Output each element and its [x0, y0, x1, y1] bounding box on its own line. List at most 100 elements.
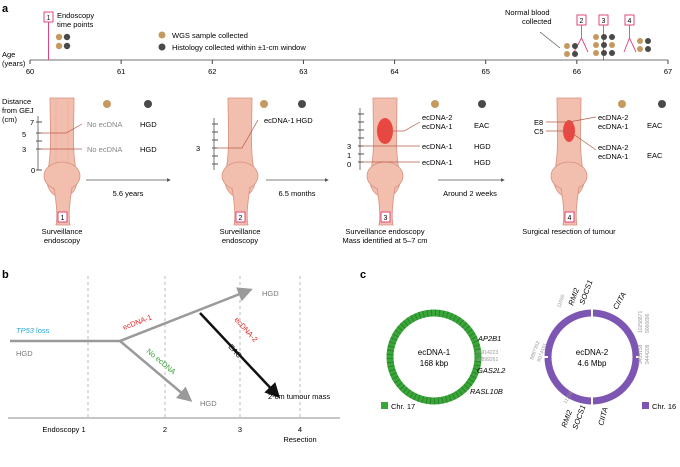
tp3-row2-hist: HGD [474, 142, 491, 151]
tp1-row1-hist: HGD [140, 120, 157, 129]
tp2-row1-hist: HGD [296, 116, 313, 125]
x-tick-4: 4 [298, 425, 302, 434]
ecdna1-gene-gas2l2: GAS2L2 [477, 366, 506, 375]
tp3-row3-wgs: ecDNA-1 [422, 158, 452, 167]
svg-text:5: 5 [22, 130, 26, 139]
tp1-row1-wgs: No ecDNA [87, 120, 122, 129]
ecdna1-chr-swatch [381, 402, 388, 409]
ecdna2-coord-3: 9435158 [638, 344, 644, 364]
age-tick-label: 61 [117, 67, 125, 76]
ecdna1-size: 168 kbp [420, 359, 449, 368]
x-tick-2: 2 [163, 425, 167, 434]
tp2-annotations: ecDNA-1 HGD [260, 100, 313, 125]
top-timepoint-markers: 2 3 4 [564, 14, 651, 60]
svg-text:E8: E8 [534, 118, 543, 127]
esophagus-tp1: 75 3 0 [22, 97, 83, 226]
endoscopy-tp-line2: time points [57, 20, 94, 29]
tp1-row2-hist: HGD [140, 145, 157, 154]
hgd-top-label: HGD [262, 289, 279, 298]
svg-text:2: 2 [580, 18, 584, 25]
age-axis-label: Age(years) [2, 50, 26, 68]
tp3-row1-hist: EAC [474, 121, 490, 130]
svg-text:3: 3 [384, 215, 388, 222]
ecdna1-chr-label: Chr. 17 [391, 402, 415, 411]
tumour-lesion-tp3 [377, 118, 393, 144]
svg-text:4: 4 [568, 215, 572, 222]
hist-legend-text: Histology collected within ±1-cm window [172, 43, 306, 52]
esophagus-tp2: 3 [196, 97, 259, 226]
timepoint-box-number: 1 [47, 15, 51, 22]
svg-text:1: 1 [347, 151, 351, 160]
resection-label: Resection [283, 435, 316, 444]
panel-b-grid [8, 276, 340, 419]
x-tick-3: 3 [238, 425, 242, 434]
tp1-row2-wgs: No ecDNA [87, 145, 122, 154]
tp4-row1-hist: EAC [647, 121, 663, 130]
ecdna2-chr-label: Chr. 16 [652, 402, 676, 411]
tp3-row2-wgs: ecDNA-1 [422, 142, 452, 151]
ecdna2-coord-2: 9066696 [645, 313, 651, 333]
x-tick-endoscopy-1: Endoscopy 1 [42, 425, 85, 434]
ecdna1-coord-1: 35914223 [476, 350, 498, 356]
svg-text:2: 2 [239, 215, 243, 222]
interval-3: Around 2 weeks [443, 189, 497, 198]
svg-text:C5: C5 [534, 127, 544, 136]
tp1-annotations: No ecDNA HGD No ecDNA HGD [87, 100, 157, 154]
svg-text:0: 0 [347, 160, 351, 169]
normal-blood-leader [539, 31, 561, 49]
wgs-legend-text: WGS sample collected [172, 31, 248, 40]
age-tick-label: 63 [299, 67, 307, 76]
hist-legend-dot [158, 43, 166, 51]
wgs-legend-dot [158, 31, 166, 39]
ecdna1-coord-2: 35899261 [476, 357, 498, 363]
bottom-timepoint-boxes: 1 2 3 4 [57, 211, 575, 223]
ecdna2-branch-label: ecDNA-2 [233, 315, 260, 344]
tp53-loss-label: TP53 loss [16, 326, 50, 335]
no-ecdna-branch-label: No ecDNA [145, 347, 178, 377]
evolution-tree [10, 287, 281, 402]
ecdna2-chr-swatch [642, 402, 649, 409]
svg-text:3: 3 [347, 142, 351, 151]
svg-text:3: 3 [602, 18, 606, 25]
caption-tp4: Surgical resection of tumour [522, 227, 616, 236]
ecdna2-circle: ecDNA-2 4.6 Mbp RMI2 SOCS1 CIITA RMI2 SO… [529, 279, 676, 431]
tumour-mass-label: 2-cm tumour mass [268, 392, 330, 401]
ecdna2-gene-ciita-top: CIITA [611, 290, 628, 311]
svg-text:3: 3 [196, 144, 200, 153]
svg-text:3: 3 [22, 145, 26, 154]
ecdna1-circle: ecDNA-1 168 kbp AP2B1 35914223 35899261 … [381, 309, 506, 411]
ecdna1-gene-ap2b1: AP2B1 [477, 334, 501, 343]
interval-arrows: 5.6 years 6.5 months Around 2 weeks [86, 178, 505, 198]
ecdna2-coord-1: 10258871 [638, 311, 644, 333]
age-tick-label: 64 [390, 67, 398, 76]
interval-2: 6.5 months [278, 189, 315, 198]
hgd-start-label: HGD [16, 349, 33, 358]
esophagus-tp3: 310 [347, 97, 421, 226]
tp3-row3-hist: HGD [474, 158, 491, 167]
ecdna1-gene-rasl10b: RASL10B [470, 387, 503, 396]
svg-text:0: 0 [31, 166, 35, 175]
panel-c-label: c [360, 269, 366, 281]
age-tick-label: 65 [482, 67, 490, 76]
age-tick-label: 66 [573, 67, 581, 76]
panel-a-label: a [2, 3, 9, 15]
svg-text:1: 1 [61, 215, 65, 222]
tp4-row2-hist: EAC [647, 151, 663, 160]
svg-text:7: 7 [30, 118, 34, 127]
tp2-row1-wgs: ecDNA-1 [264, 116, 294, 125]
ecdna2-gene-socs1-bottom: SOCS1 [570, 404, 587, 431]
